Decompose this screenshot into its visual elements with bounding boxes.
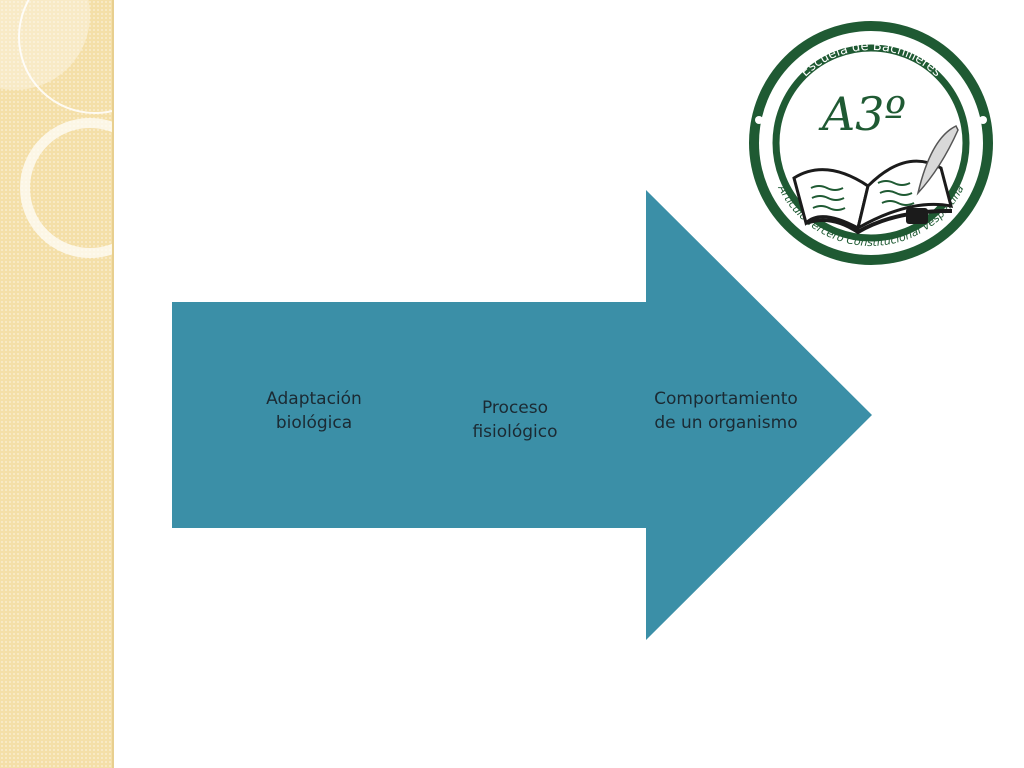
quill-inkwell-icon	[906, 125, 959, 224]
decorative-ring	[20, 118, 112, 258]
step-comportamiento: Comportamiento de un organismo	[636, 387, 816, 435]
step-2-line-2: fisiológico	[472, 422, 558, 442]
step-proceso-fisiologico: Proceso fisiológico	[425, 396, 605, 444]
step-3-line-1: Comportamiento	[654, 389, 798, 409]
process-arrow	[172, 190, 872, 640]
decorative-side-strip	[0, 0, 114, 768]
seal-monogram: A3º	[818, 87, 906, 141]
step-adaptacion-biologica: Adaptación biológica	[224, 387, 404, 435]
step-1-line-2: biológica	[275, 413, 353, 433]
step-1-line-1: Adaptación	[266, 389, 362, 409]
school-seal-logo: Escuela de Bachilleres Artículo Tercero …	[749, 21, 993, 265]
step-2-line-1: Proceso	[481, 398, 549, 418]
step-3-line-2: de un organismo	[654, 413, 798, 433]
